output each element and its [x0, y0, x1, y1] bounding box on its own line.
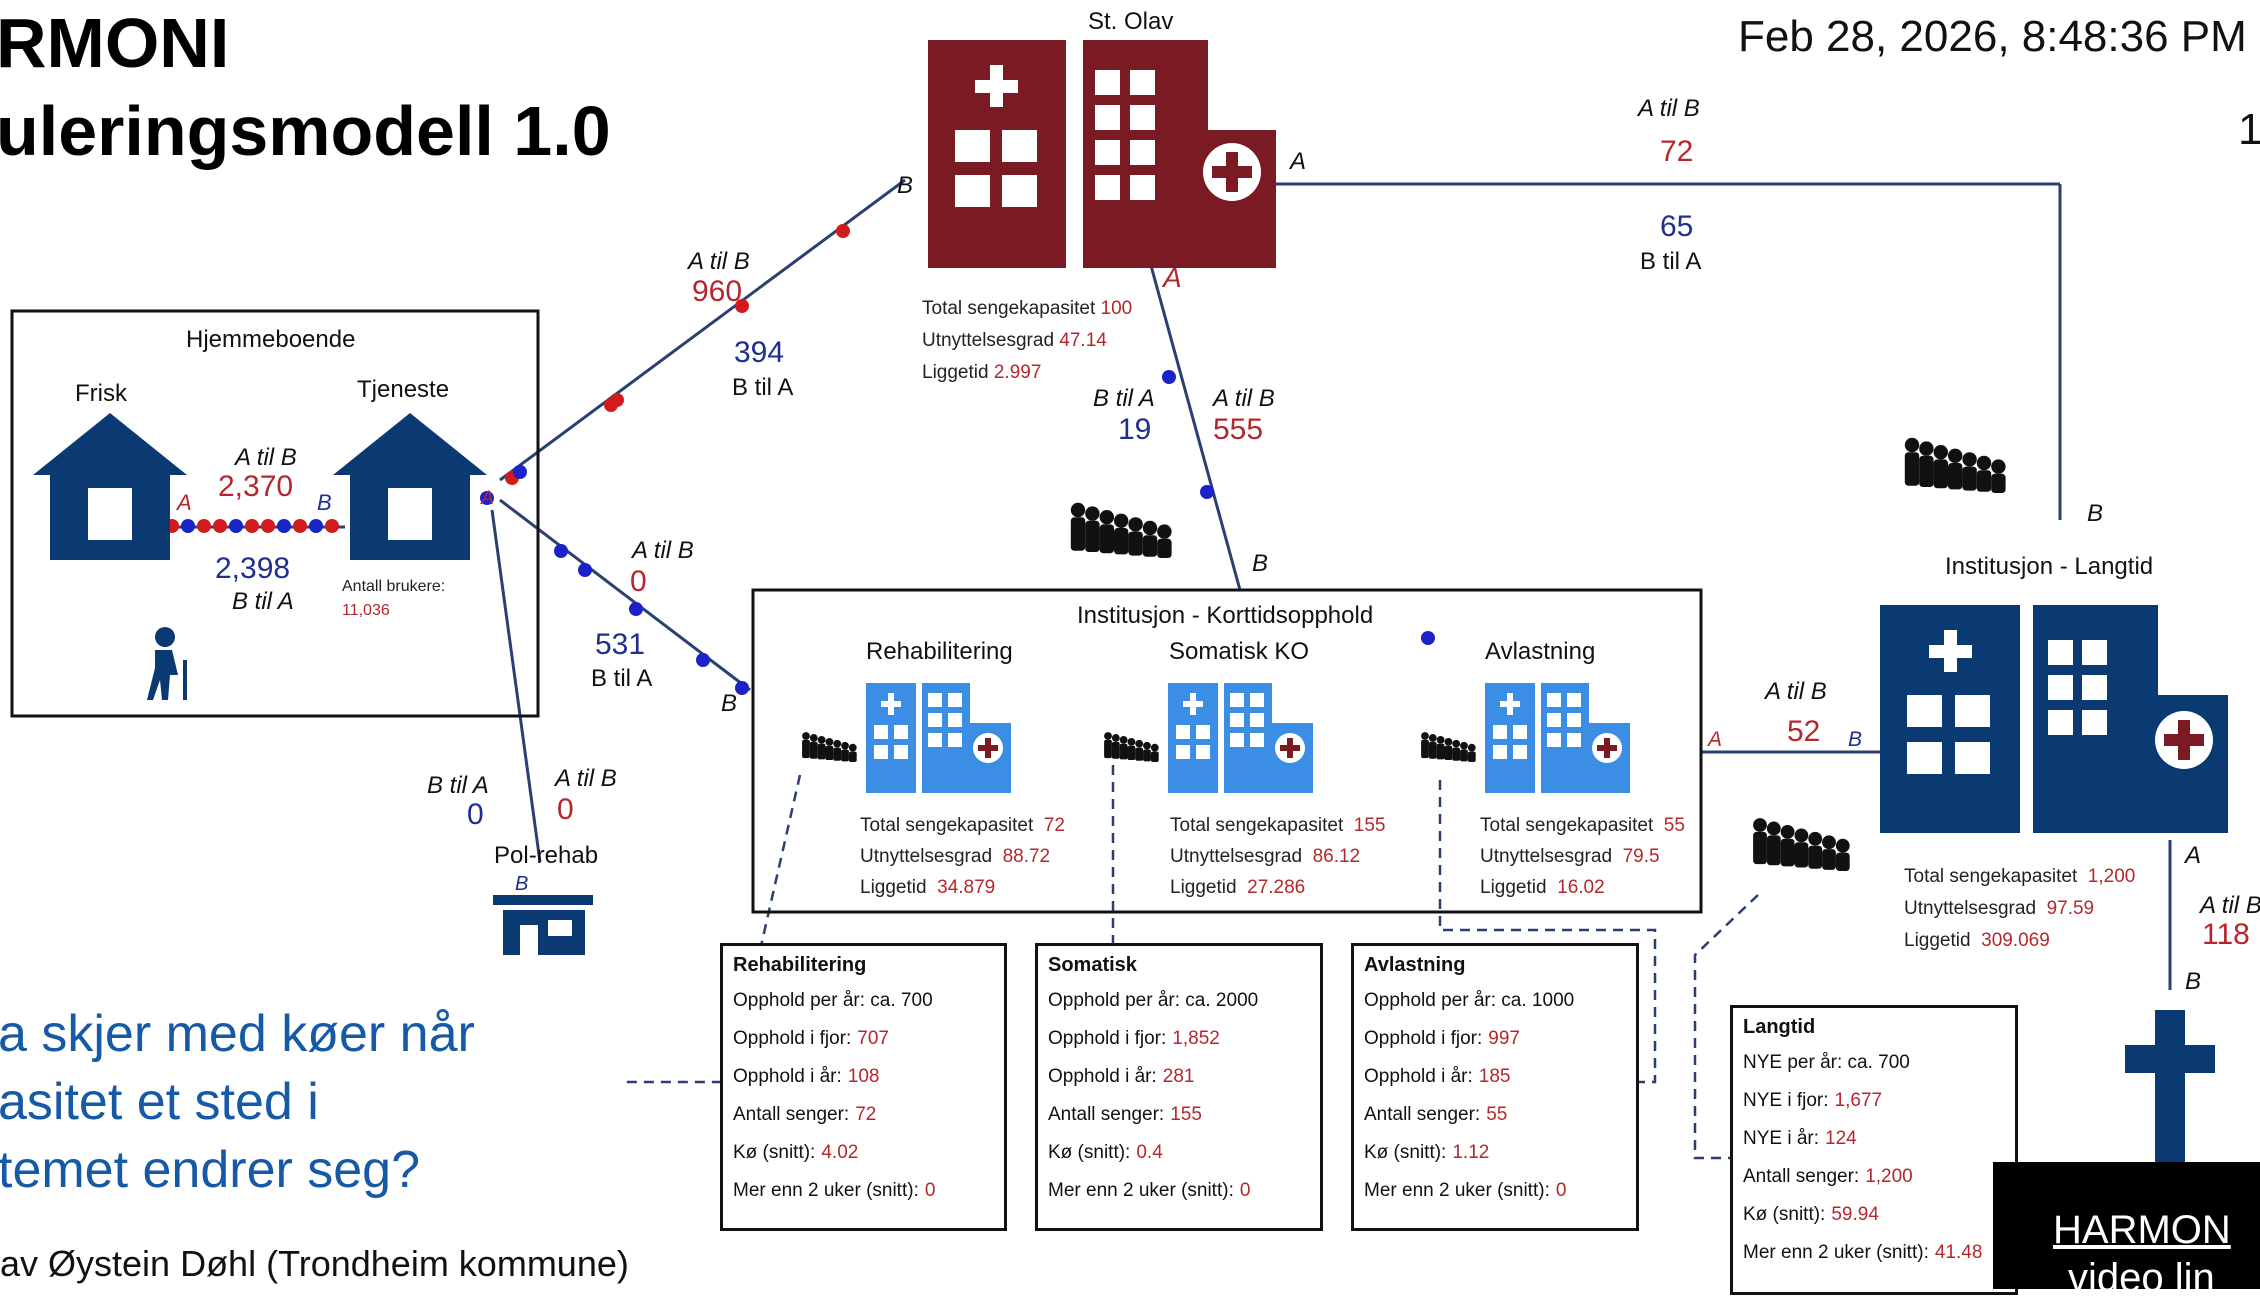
hjemmeboende-end-a: A: [177, 490, 192, 515]
pol-rehab-name: Pol-rehab: [494, 842, 599, 869]
st-olav-end-a-bottom: A: [1163, 262, 1182, 293]
dash-langtid: [1693, 894, 1759, 1160]
dash-avlastning: [1438, 780, 1657, 1084]
hjemmeboende-bta-label: B til A: [232, 588, 294, 615]
link-stolav-kort-atb-label: A til B: [1213, 385, 1275, 412]
korttid-unit-avlastning-stats: Total sengekapasitet 55 Utnyttelsesgrad …: [1480, 815, 1685, 898]
langtid-end-b: B: [2185, 968, 2202, 995]
infobox-somatisk: Somatisk Opphold per år: ca. 2000 Opphol…: [1035, 943, 1323, 1231]
link-polrehab-atb-value: 0: [557, 793, 574, 826]
link-kort-langtid-atb-label: A til B: [1765, 678, 1827, 705]
korttid-unit-rehab-stats: Total sengekapasitet 72 Utnyttelsesgrad …: [860, 815, 1065, 898]
korttid-unit-rehab-name: Rehabilitering: [866, 638, 1013, 665]
langtid-stats: Total sengekapasitet 1,200 Utnyttelsesgr…: [1904, 866, 2136, 951]
link-polrehab-bta-label: B til A: [427, 772, 489, 799]
link-home-kort-atb-value: 0: [630, 565, 647, 598]
link-home-kort-atb-label: A til B: [632, 537, 694, 564]
korttid-hospital-icons: [866, 683, 1630, 793]
video-link-line2[interactable]: video lin: [2068, 1256, 2215, 1300]
link-home-stolav-bta-value: 394: [734, 336, 785, 369]
link-home-stolav-atb-value: 960: [692, 275, 743, 308]
flow-dots: [165, 224, 1435, 695]
link-home-kort-bta-label: B til A: [591, 665, 653, 692]
link-home-polrehab-line: [490, 509, 542, 863]
link-stolav-kort-line: [1148, 261, 1242, 591]
st-olav-name: St. Olav: [1088, 8, 1174, 35]
langtid-title: Institusjon - Langtid: [1945, 553, 2154, 580]
question-line3: temet endrer seg?: [0, 1141, 421, 1199]
langtid-atb-label: A til B: [2200, 892, 2260, 919]
link-stolav-langtid-atb-value: 72: [1660, 135, 1694, 168]
hjemmeboende-bta-value: 2,398: [215, 552, 291, 585]
link-home-kort-bta-value: 531: [595, 628, 646, 661]
infobox-title: Langtid: [1743, 1016, 1816, 1038]
cross-icon: [2125, 1010, 2215, 1180]
video-link-line1[interactable]: HARMON: [2053, 1208, 2231, 1252]
link-kort-langtid-end-a: A: [1708, 728, 1723, 751]
infobox-rehabilitering: Rehabilitering Opphold per år: ca. 700 O…: [720, 943, 1007, 1231]
brukere-value: 11,036: [342, 602, 390, 619]
hjemmeboende-title: Hjemmeboende: [186, 326, 356, 353]
brukere-label: Antall brukere:: [342, 578, 446, 595]
langtid-end-a: A: [2185, 842, 2202, 869]
link-home-kort-end-a: A: [481, 488, 494, 509]
link-kort-langtid-end-b: B: [1848, 728, 1863, 751]
link-stolav-kort-bta-value: 19: [1118, 413, 1152, 446]
link-stolav-langtid-bta-value: 65: [1660, 210, 1694, 243]
st-olav-end-a-right: A: [1290, 148, 1307, 175]
frisk-house-icon: [33, 413, 187, 560]
link-home-stolav-bta-label: B til A: [732, 374, 794, 401]
link-home-stolav-atb-label: A til B: [688, 248, 750, 275]
app-title-line2: uleringsmodell 1.0: [0, 92, 611, 170]
question-line1: a skjer med køer når: [0, 1005, 475, 1063]
link-stolav-kort-bta-label: B til A: [1093, 385, 1155, 412]
hjemmeboende-box: [10, 309, 540, 718]
link-stolav-langtid-end-b: B: [2087, 500, 2104, 527]
question-line2: asitet et sted i: [0, 1073, 319, 1131]
clinic-icon: [493, 895, 593, 955]
hjemmeboende-end-b: B: [317, 490, 332, 515]
link-stolav-kort-atb-value: 555: [1213, 413, 1264, 446]
infobox-title: Somatisk: [1048, 954, 1137, 976]
link-stolav-kort-end-b: B: [1252, 550, 1269, 577]
korttid-title: Institusjon - Korttidsopphold: [1077, 602, 1374, 629]
korttid-unit-somatisk-name: Somatisk KO: [1169, 638, 1310, 665]
infobox-title: Rehabilitering: [733, 954, 867, 976]
infobox-avlastning: Avlastning Opphold per år: ca. 1000 Opph…: [1351, 943, 1639, 1231]
korttid-unit-avlastning-name: Avlastning: [1485, 638, 1596, 665]
hjemmeboende-atb-label: A til B: [235, 444, 297, 471]
link-stolav-langtid-bta-label: B til A: [1640, 248, 1702, 275]
frisk-label: Frisk: [75, 380, 127, 407]
tjeneste-label: Tjeneste: [357, 376, 450, 403]
link-stolav-langtid-atb-label: A til B: [1638, 95, 1700, 122]
author-byline: av Øystein Døhl (Trondheim kommune): [0, 1243, 629, 1284]
tjeneste-house-icon: [333, 413, 487, 560]
langtid-atb-value: 118: [2202, 918, 2250, 951]
infobox-langtid: Langtid NYE per år: ca. 700 NYE i fjor:1…: [1730, 1005, 2018, 1295]
corner-digit: 1: [2238, 105, 2260, 154]
st-olav-stats: Total sengekapasitet 100 Utnyttelsesgrad…: [922, 298, 1133, 383]
link-home-kort-end-b: B: [721, 690, 738, 717]
link-polrehab-atb-label: A til B: [555, 765, 617, 792]
link-kort-langtid-atb-value: 52: [1787, 715, 1821, 748]
link-polrehab-bta-value: 0: [467, 798, 484, 831]
korttid-unit-somatisk-stats: Total sengekapasitet 155 Utnyttelsesgrad…: [1170, 815, 1386, 898]
simulation-clock: Feb 28, 2026, 8:48:36 PM: [1738, 12, 2247, 61]
pol-rehab-end-b: B: [515, 873, 529, 895]
infobox-title: Avlastning: [1364, 954, 1466, 976]
hjemmeboende-atb-value: 2,370: [218, 470, 294, 503]
korttid-box: [751, 588, 1703, 914]
app-title-line1: RMONI: [0, 4, 230, 82]
video-link-box[interactable]: HARMON video lin: [1993, 1162, 2260, 1300]
elderly-person-icon: [147, 627, 187, 700]
st-olav-end-b-left: B: [897, 172, 914, 199]
